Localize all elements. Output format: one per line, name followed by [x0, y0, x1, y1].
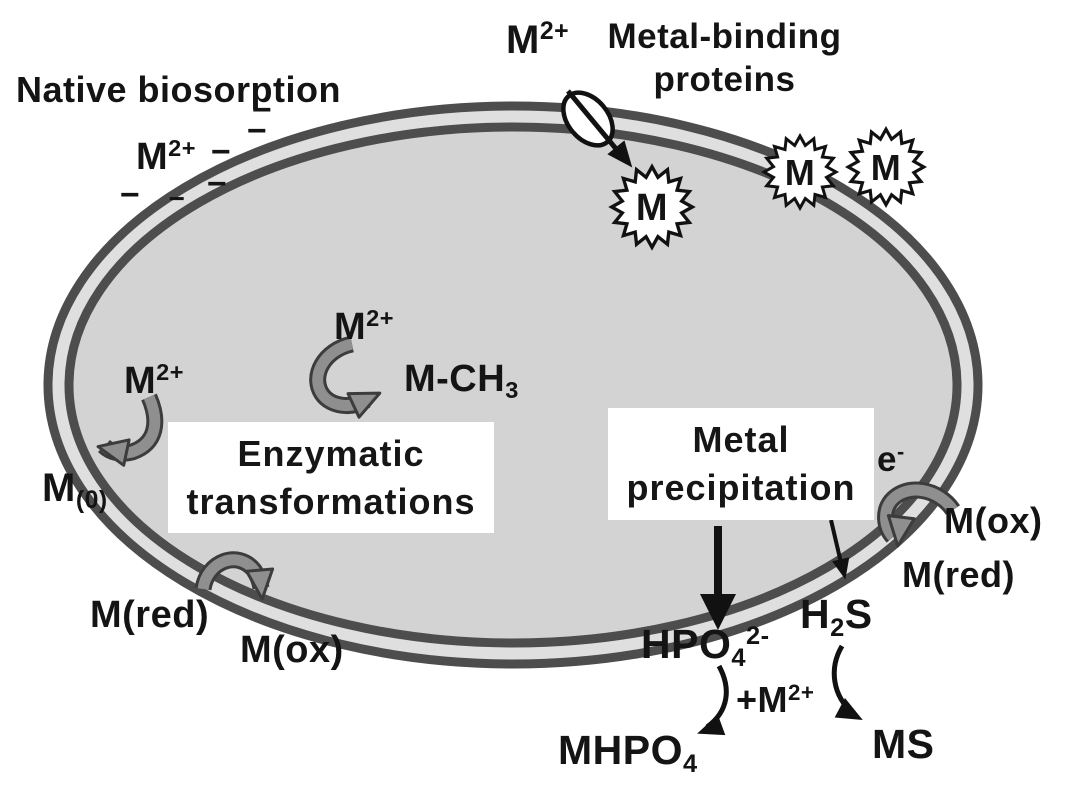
label-native-biosorption: Native biosorption: [16, 69, 342, 110]
product-h2s: H2S: [800, 591, 873, 642]
label-m-ox-right: M(ox): [944, 500, 1043, 541]
ion-m2-methylation: M2+: [334, 305, 395, 348]
box-enzymatic-transformations: Enzymatic transformations: [168, 422, 494, 533]
charge-minus-1: −: [251, 91, 273, 129]
charge-minus-6: −: [119, 176, 141, 214]
ms-arrow: [831, 644, 868, 730]
label-electron: e-: [877, 439, 905, 479]
sulfide-arrow: [829, 519, 854, 582]
mhpo4-arrow: [693, 664, 729, 745]
reduction-export-arrow: [93, 393, 164, 467]
product-m-ch3: M-CH3: [404, 358, 519, 404]
charge-minus-4: −: [206, 165, 228, 203]
charge-minus-2: −: [246, 112, 268, 150]
bound-metal-membrane-1: M: [784, 152, 816, 193]
product-hpo4: HPO42-: [641, 621, 770, 672]
surface-redox-arrow: [194, 551, 277, 602]
electron-transfer-arrow: [877, 481, 961, 550]
charge-minus-5: −: [168, 183, 186, 214]
membrane-channel-icon: [561, 89, 624, 158]
product-m0: M(0): [42, 466, 108, 515]
charge-minus-3: −: [210, 133, 232, 171]
box-metal-precipitation: Metal precipitation: [608, 408, 874, 520]
product-ms: MS: [872, 721, 935, 767]
ion-m2-reduction: M2+: [124, 359, 185, 402]
label-plus-m2: +M2+: [736, 679, 815, 720]
channel-slash: [566, 89, 624, 158]
bound-metal-internal: M: [635, 187, 669, 229]
phosphate-arrow: [700, 526, 736, 630]
label-m-red-right: M(red): [902, 554, 1015, 595]
label-m-ox-bottom: M(ox): [240, 629, 344, 671]
product-mhpo4: MHPO4: [558, 727, 698, 778]
label-metal-binding-proteins: Metal-binding proteins: [607, 17, 842, 99]
label-m-red-bottom: M(red): [90, 594, 210, 636]
ion-m2-biosorption: M2+: [136, 135, 197, 178]
bound-metal-membrane-2: M: [870, 147, 902, 188]
methylation-arrow: [309, 335, 387, 419]
ion-m2-influx: M2+: [506, 18, 570, 62]
